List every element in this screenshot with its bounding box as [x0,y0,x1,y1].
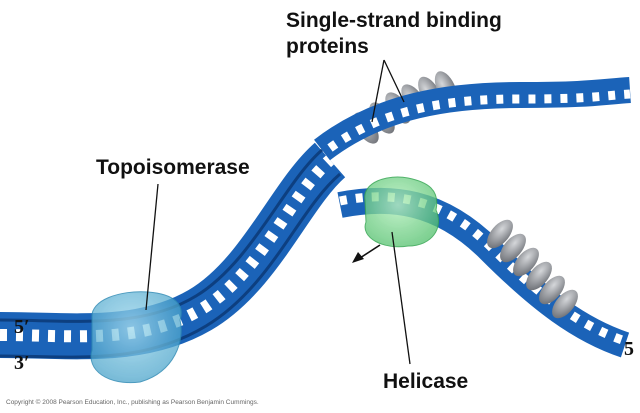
helicase-enzyme [365,177,439,247]
three-prime-end-left-label: 3′ [14,352,30,375]
single-strand-binding-proteins-label: Single-strand binding proteins [286,8,502,60]
unwinding-direction-arrow-icon [352,245,380,263]
copyright-notice: Copyright © 2008 Pearson Education, Inc.… [6,399,259,406]
helicase-label: Helicase [383,370,468,394]
five-prime-end-left-label: 5′ [14,316,30,339]
topoisomerase-label: Topoisomerase [96,156,250,180]
ssb-label-line1: Single-strand binding [286,8,502,34]
ssb-label-line2: proteins [286,34,502,60]
topoisomerase-enzyme [91,292,181,383]
five-prime-end-right-label: 5 [624,338,634,361]
